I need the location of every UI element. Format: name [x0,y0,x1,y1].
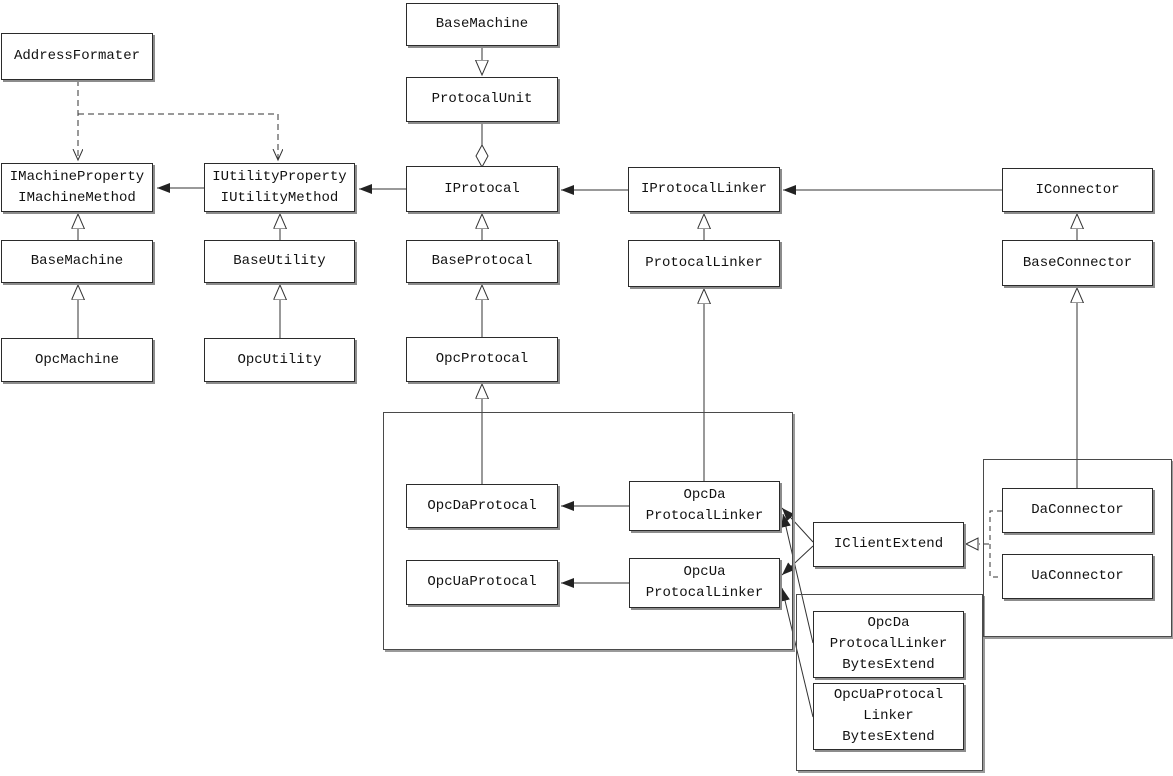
class-label: BaseMachine [435,16,529,32]
class-box-da-connector: DaConnector [1002,488,1153,533]
class-box-iconnector: IConnector [1002,168,1153,212]
class-box-base-connector: BaseConnector [1002,240,1153,286]
class-box-iprotocal-linker: IProtocalLinker [628,167,780,212]
container-opc-protocal-linker-group [383,412,793,650]
edge-assoc-opcuabytes-opcualinker [780,587,814,718]
class-box-protocal-linker: ProtocalLinker [628,240,780,287]
class-label: AddressFormater [13,48,141,64]
edge-assoc-iclientextend-opcualinker [781,545,814,576]
class-box-address-formater: AddressFormater [1,33,153,80]
class-box-opc-machine: OpcMachine [1,338,153,382]
class-label: BaseProtocal [431,253,533,269]
class-label: ProtocalLinker [645,255,763,271]
class-label: OpcDa ProtocalLinker BytesExtend [829,615,948,673]
container-connector-group [983,459,1172,637]
class-label: OpcUaProtocal Linker BytesExtend [833,687,944,745]
class-label: OpcDaProtocal [427,497,537,514]
class-label: DaConnector [1031,502,1124,518]
edge-dependency-addressformater-iutility [78,113,278,160]
class-box-imachine-interface: IMachineProperty IMachineMethod [1,163,153,212]
aggregation-diamond [475,143,489,169]
realization-hollow-triangle [964,537,979,551]
class-box-base-utility: BaseUtility [204,240,355,283]
class-label: OpcUtility [237,351,322,368]
class-box-protocal-unit: ProtocalUnit [406,77,558,122]
class-label: BaseConnector [1022,254,1133,271]
class-box-ua-connector: UaConnector [1002,554,1153,599]
class-label: OpcProtocal [435,351,529,367]
class-label: ProtocalUnit [431,91,533,107]
class-box-iutility-interface: IUtilityProperty IUtilityMethod [204,163,355,212]
class-label: IProtocalLinker [640,181,768,197]
class-box-opc-utility: OpcUtility [204,338,355,382]
class-label: UaConnector [1031,568,1124,584]
class-box-base-machine-top: BaseMachine [406,3,558,46]
class-label: OpcMachine [34,351,119,368]
class-label: IMachineProperty IMachineMethod [9,168,145,206]
class-box-iprotocal: IProtocal [406,166,558,212]
class-box-opcda-linker-bytes-extend: OpcDa ProtocalLinker BytesExtend [813,611,964,678]
class-label: OpcDa ProtocalLinker [645,487,764,524]
class-box-opcda-protocal-linker: OpcDa ProtocalLinker [629,481,780,531]
class-label: BaseMachine [30,253,124,269]
class-box-opcua-linker-bytes-extend: OpcUaProtocal Linker BytesExtend [813,683,964,750]
edge-assoc-iclientextend-opcdalinker [781,507,814,543]
class-label: IProtocal [444,180,520,197]
class-label: IUtilityProperty IUtilityMethod [212,168,347,206]
class-box-opc-protocal: OpcProtocal [406,337,558,382]
class-label: OpcUa ProtocalLinker [645,564,764,601]
class-box-opcua-protocal: OpcUaProtocal [406,560,558,605]
class-label: IConnector [1035,181,1120,198]
class-label: IClientExtend [833,536,944,552]
class-label: BaseUtility [233,253,326,269]
class-label: OpcUaProtocal [427,574,537,590]
class-box-base-protocal: BaseProtocal [406,240,558,283]
class-box-opcda-protocal: OpcDaProtocal [406,484,558,528]
edge-assoc-opcdabytes-opcdalinker [781,513,814,644]
class-box-opcua-protocal-linker: OpcUa ProtocalLinker [629,558,780,608]
container-bytes-extend-group [796,594,983,771]
edge-realization-connectors-bracket [989,510,1002,578]
class-box-iclient-extend: IClientExtend [813,522,964,567]
class-box-base-machine-left: BaseMachine [1,240,153,283]
